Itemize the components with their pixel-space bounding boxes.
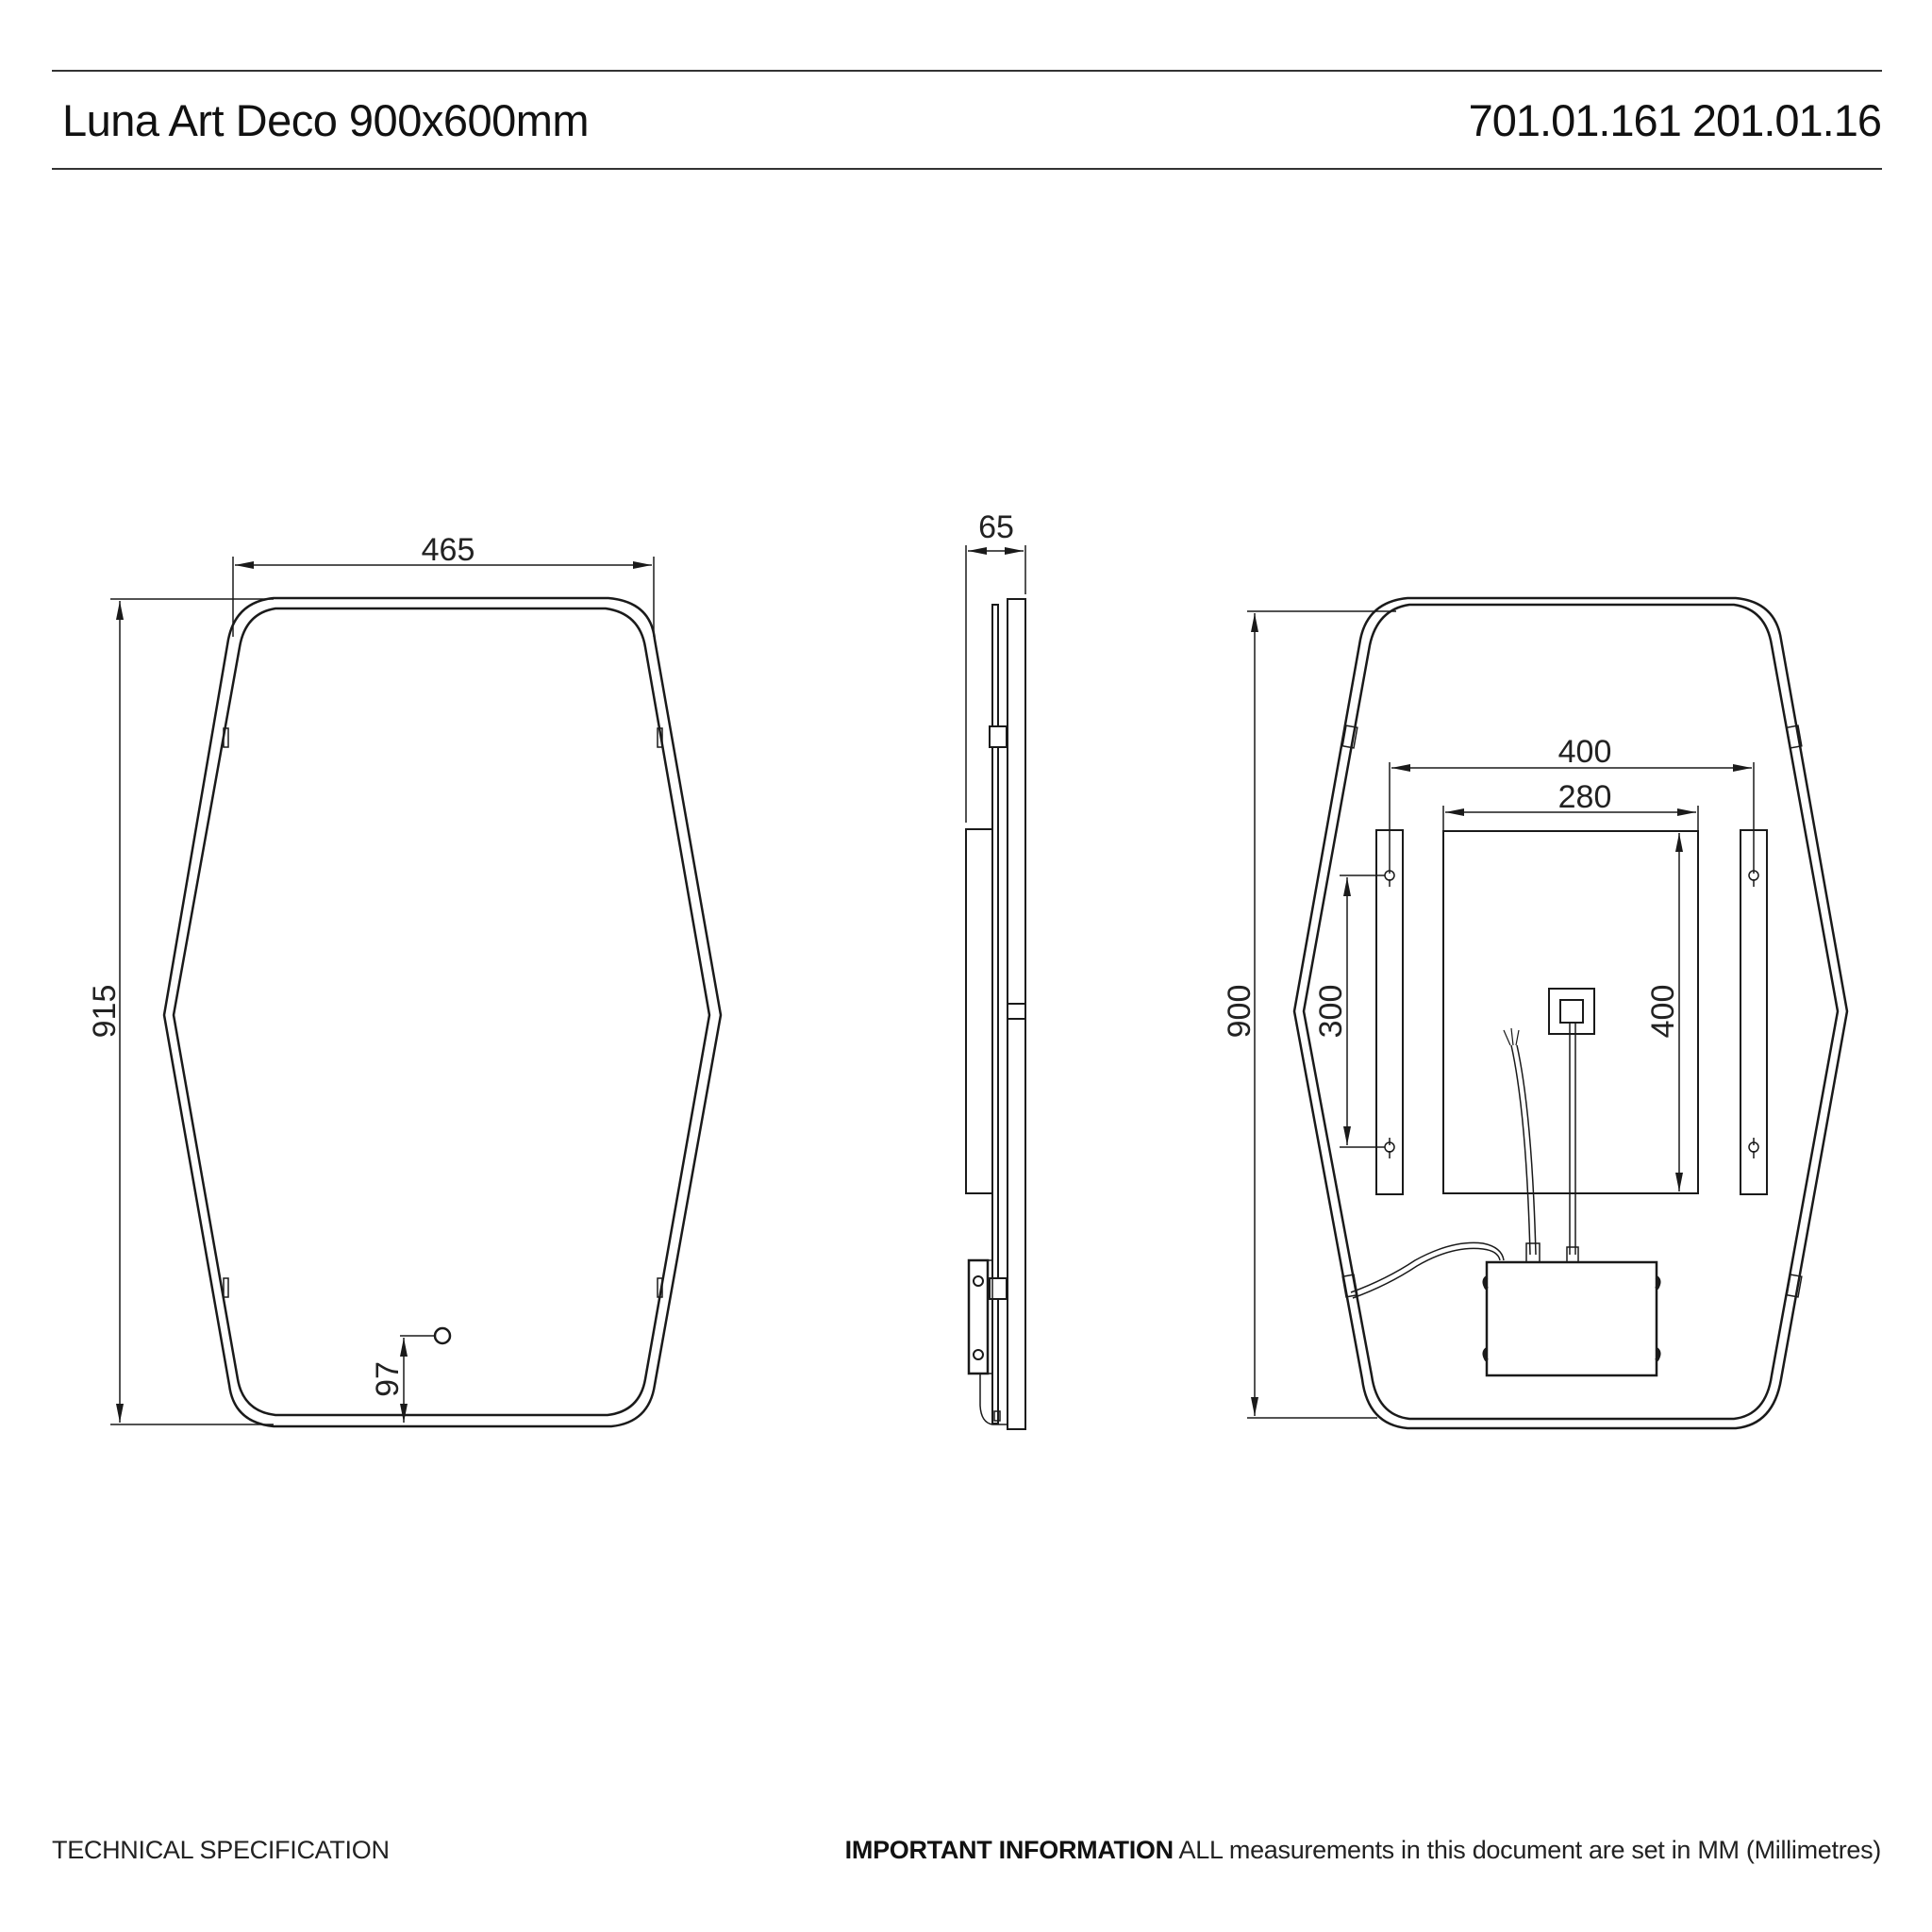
rear-view (1292, 596, 1849, 1430)
header-bottom-rule (52, 168, 1882, 170)
keyhole-icon (1748, 866, 1759, 887)
keyhole-icon (1384, 866, 1395, 887)
footer-important-label: IMPORTANT INFORMATION (844, 1836, 1174, 1864)
dim-width-465: 465 (422, 532, 475, 568)
footer-important-text: ALL measurements in this document are se… (1173, 1836, 1882, 1864)
side-dimensions (965, 545, 1026, 823)
dim-keyhole-300: 300 (1313, 985, 1349, 1039)
rear-panel (1442, 830, 1699, 1194)
rear-dimensions (1247, 610, 1755, 1419)
rear-driver-box (1485, 1260, 1658, 1377)
dim-height-915: 915 (87, 985, 123, 1039)
sensor-icon (433, 1326, 452, 1345)
side-view (965, 598, 1026, 1430)
front-view (162, 596, 723, 1428)
dim-panel-height-400: 400 (1645, 985, 1681, 1039)
side-wall-bracket (965, 828, 993, 1194)
footer-important-information: IMPORTANT INFORMATION ALL measurements i… (844, 1836, 1882, 1865)
dim-panel-width-280: 280 (1558, 779, 1612, 815)
rear-inner-outline (1302, 603, 1840, 1421)
side-glass (1007, 598, 1026, 1430)
dim-sensor-97: 97 (370, 1361, 406, 1397)
keyhole-icon (1384, 1138, 1395, 1158)
front-outer-outline (162, 596, 723, 1428)
keyhole-icons (1384, 866, 1759, 1158)
front-inner-outline (172, 607, 711, 1417)
product-codes: 701.01.161 201.01.16 (1468, 95, 1882, 145)
keyhole-icon (1748, 1138, 1759, 1158)
document-title: Luna Art Deco 900x600mm (62, 95, 590, 145)
dim-depth-65: 65 (978, 509, 1014, 545)
dim-height-900: 900 (1222, 985, 1257, 1039)
front-dimensions (110, 557, 655, 1425)
rear-switch-module (1548, 988, 1595, 1035)
header-top-rule (52, 70, 1882, 72)
rear-outer-outline (1292, 596, 1849, 1430)
dim-bracket-400: 400 (1558, 734, 1612, 770)
footer-technical-specification: TECHNICAL SPECIFICATION (52, 1836, 390, 1864)
